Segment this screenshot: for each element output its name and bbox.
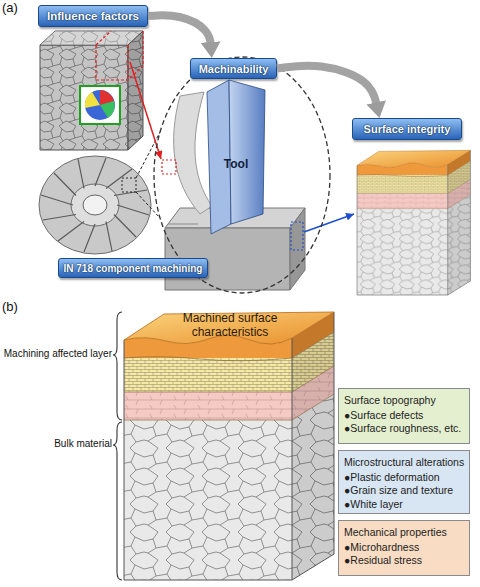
panel-label: (a) <box>2 0 32 15</box>
panel-label: (b) <box>2 299 32 314</box>
workpiece-side <box>290 208 305 290</box>
surface-integrity-block <box>357 150 470 295</box>
property-text: ●Surface roughness, etc. <box>344 422 465 436</box>
layer-label: Machining affected layer <box>0 348 112 359</box>
microstructure-cube <box>40 31 143 150</box>
title-box: Influence factors <box>38 5 148 27</box>
red-dashed-region <box>96 31 143 80</box>
red-dashed-region <box>162 160 176 174</box>
title-box: Surface integrity <box>352 118 462 140</box>
turbine-disk <box>39 132 160 254</box>
surface-band: Machined surface characteristics <box>124 304 336 344</box>
property-text: ●Grain size and texture <box>344 484 465 498</box>
tool-face <box>229 80 265 224</box>
disk-rim <box>39 156 151 254</box>
blue-dashed-region <box>291 222 303 250</box>
layered-block <box>357 150 470 295</box>
property-text: Mechanical properties <box>344 526 465 540</box>
property-box: Microstructural alterations●Plastic defo… <box>338 450 470 514</box>
disk-body <box>71 184 119 226</box>
box-title: Machinability <box>199 63 269 75</box>
surface-label: Machined surface characteristics <box>174 311 286 339</box>
title-box: IN 718 component machining <box>58 258 208 278</box>
machined-surface <box>357 150 470 167</box>
cube-front <box>40 45 128 150</box>
machined-step <box>168 224 198 225</box>
disk-hub <box>83 195 107 215</box>
title-box: Machinability <box>190 58 277 79</box>
pole-figure-part <box>100 101 115 118</box>
property-box: Mechanical properties●Microhardness●Resi… <box>338 520 470 576</box>
layer-label: Bulk material <box>0 438 112 449</box>
pole-figure-part <box>85 92 100 108</box>
tool-label: Tool <box>224 139 248 171</box>
turbine-blades <box>41 158 149 252</box>
zoom-inset <box>80 86 120 124</box>
box-title: Influence factors <box>47 10 139 22</box>
box-title: IN 718 component machining <box>64 263 203 274</box>
cube-top <box>40 31 143 45</box>
property-text: ●Residual stress <box>344 554 465 568</box>
cube-top-light <box>40 31 143 45</box>
shape-outline <box>203 74 269 236</box>
chip <box>174 92 212 214</box>
flow-arrow <box>277 66 377 109</box>
property-text: ●Microhardness <box>344 541 465 555</box>
property-text: Surface topography <box>344 394 465 408</box>
pole-figure <box>85 90 115 120</box>
layer-bracket <box>113 312 122 420</box>
property-text: Microstructural alterations <box>344 456 465 470</box>
property-box: Surface topography●Surface defects●Surfa… <box>338 388 470 444</box>
surface-face <box>124 312 334 344</box>
tool-shape: Tool <box>203 74 269 236</box>
property-text: ●White layer <box>344 498 465 512</box>
flow-arrow <box>148 15 211 48</box>
property-text: ●Plastic deformation <box>344 471 465 485</box>
blue-arrow <box>304 214 354 232</box>
box-title: Surface integrity <box>364 123 451 135</box>
zoom-region <box>122 178 136 192</box>
layered-block <box>124 312 334 580</box>
layer-bracket <box>113 422 122 580</box>
cube-side-shade <box>128 31 143 150</box>
property-text: ●Surface defects <box>344 409 465 423</box>
cube-side <box>128 31 143 150</box>
